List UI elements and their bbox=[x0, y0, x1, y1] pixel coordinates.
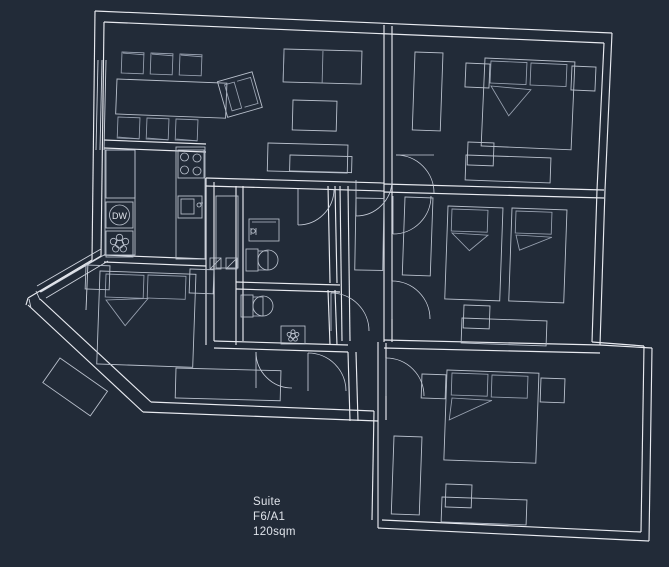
title-block: Suite F6/A1 120sqm bbox=[253, 496, 296, 538]
toilet bbox=[240, 294, 274, 318]
shower-drain bbox=[280, 325, 306, 345]
dining-chair bbox=[178, 53, 203, 77]
dining-chair bbox=[116, 116, 141, 140]
dining-set bbox=[115, 51, 228, 142]
dresser bbox=[464, 154, 552, 184]
dining-chair bbox=[145, 117, 170, 141]
door-swing bbox=[330, 292, 370, 332]
wardrobe bbox=[401, 196, 434, 277]
wardrobe bbox=[390, 435, 423, 516]
washbasin bbox=[248, 218, 280, 242]
double-bed bbox=[443, 369, 540, 464]
door-swing bbox=[307, 352, 347, 392]
nightstand bbox=[464, 62, 491, 89]
kitchen-counter bbox=[104, 149, 136, 256]
console-table bbox=[354, 197, 385, 271]
nightstand bbox=[188, 268, 215, 295]
door-swing bbox=[297, 188, 335, 226]
dresser bbox=[460, 317, 548, 347]
windows bbox=[85, 59, 107, 311]
nightstand bbox=[570, 65, 597, 92]
kitchen-counter bbox=[175, 146, 206, 260]
dining-chair bbox=[149, 52, 174, 76]
bedroom-bottom-right bbox=[390, 369, 566, 526]
nightstand bbox=[420, 373, 447, 400]
title-line-2: F6/A1 bbox=[253, 511, 285, 523]
coffee-table bbox=[291, 99, 338, 132]
single-bed bbox=[444, 205, 504, 302]
nightstand bbox=[539, 377, 566, 404]
double-bed bbox=[96, 270, 197, 368]
kitchen-sink bbox=[177, 195, 203, 219]
bay-window-left bbox=[28, 248, 109, 309]
dresser bbox=[440, 496, 528, 526]
dining-table bbox=[115, 78, 228, 119]
dishwasher-label: DW bbox=[112, 211, 127, 221]
door-swing bbox=[391, 280, 431, 320]
washer-icon bbox=[105, 230, 134, 258]
stove-four-burner bbox=[177, 149, 205, 179]
bathroom-upper bbox=[245, 218, 280, 272]
living-room-seating bbox=[266, 48, 363, 174]
shelf bbox=[289, 154, 353, 174]
nightstand bbox=[84, 264, 111, 291]
side-table bbox=[444, 483, 473, 509]
interior-walls bbox=[103, 25, 605, 422]
dresser bbox=[42, 357, 109, 417]
side-table bbox=[466, 141, 495, 167]
dresser bbox=[174, 367, 282, 402]
floor-tiles bbox=[209, 257, 238, 270]
single-bed bbox=[508, 207, 568, 304]
toilet bbox=[245, 248, 279, 272]
dishwasher-icon: DW bbox=[105, 201, 134, 229]
wardrobe bbox=[411, 51, 444, 132]
dining-chair bbox=[120, 51, 145, 75]
dining-chair bbox=[174, 118, 199, 142]
door-swing bbox=[395, 154, 435, 194]
door-swings bbox=[255, 154, 435, 397]
double-bed bbox=[480, 57, 576, 151]
armchair bbox=[216, 71, 263, 118]
sofa bbox=[266, 142, 349, 174]
bedroom-middle-right bbox=[401, 196, 568, 347]
bedroom-top-right bbox=[411, 51, 597, 184]
side-table bbox=[462, 304, 491, 330]
bathroom-lower bbox=[240, 294, 306, 345]
kitchen: DW bbox=[104, 146, 239, 270]
exterior-walls bbox=[25, 10, 653, 542]
bedroom-left bbox=[42, 264, 282, 417]
door-swing bbox=[385, 357, 425, 397]
door-swing bbox=[392, 195, 432, 235]
title-line-1: Suite bbox=[253, 496, 281, 508]
title-line-3: 120sqm bbox=[253, 526, 296, 538]
corridor-furniture bbox=[289, 154, 385, 271]
